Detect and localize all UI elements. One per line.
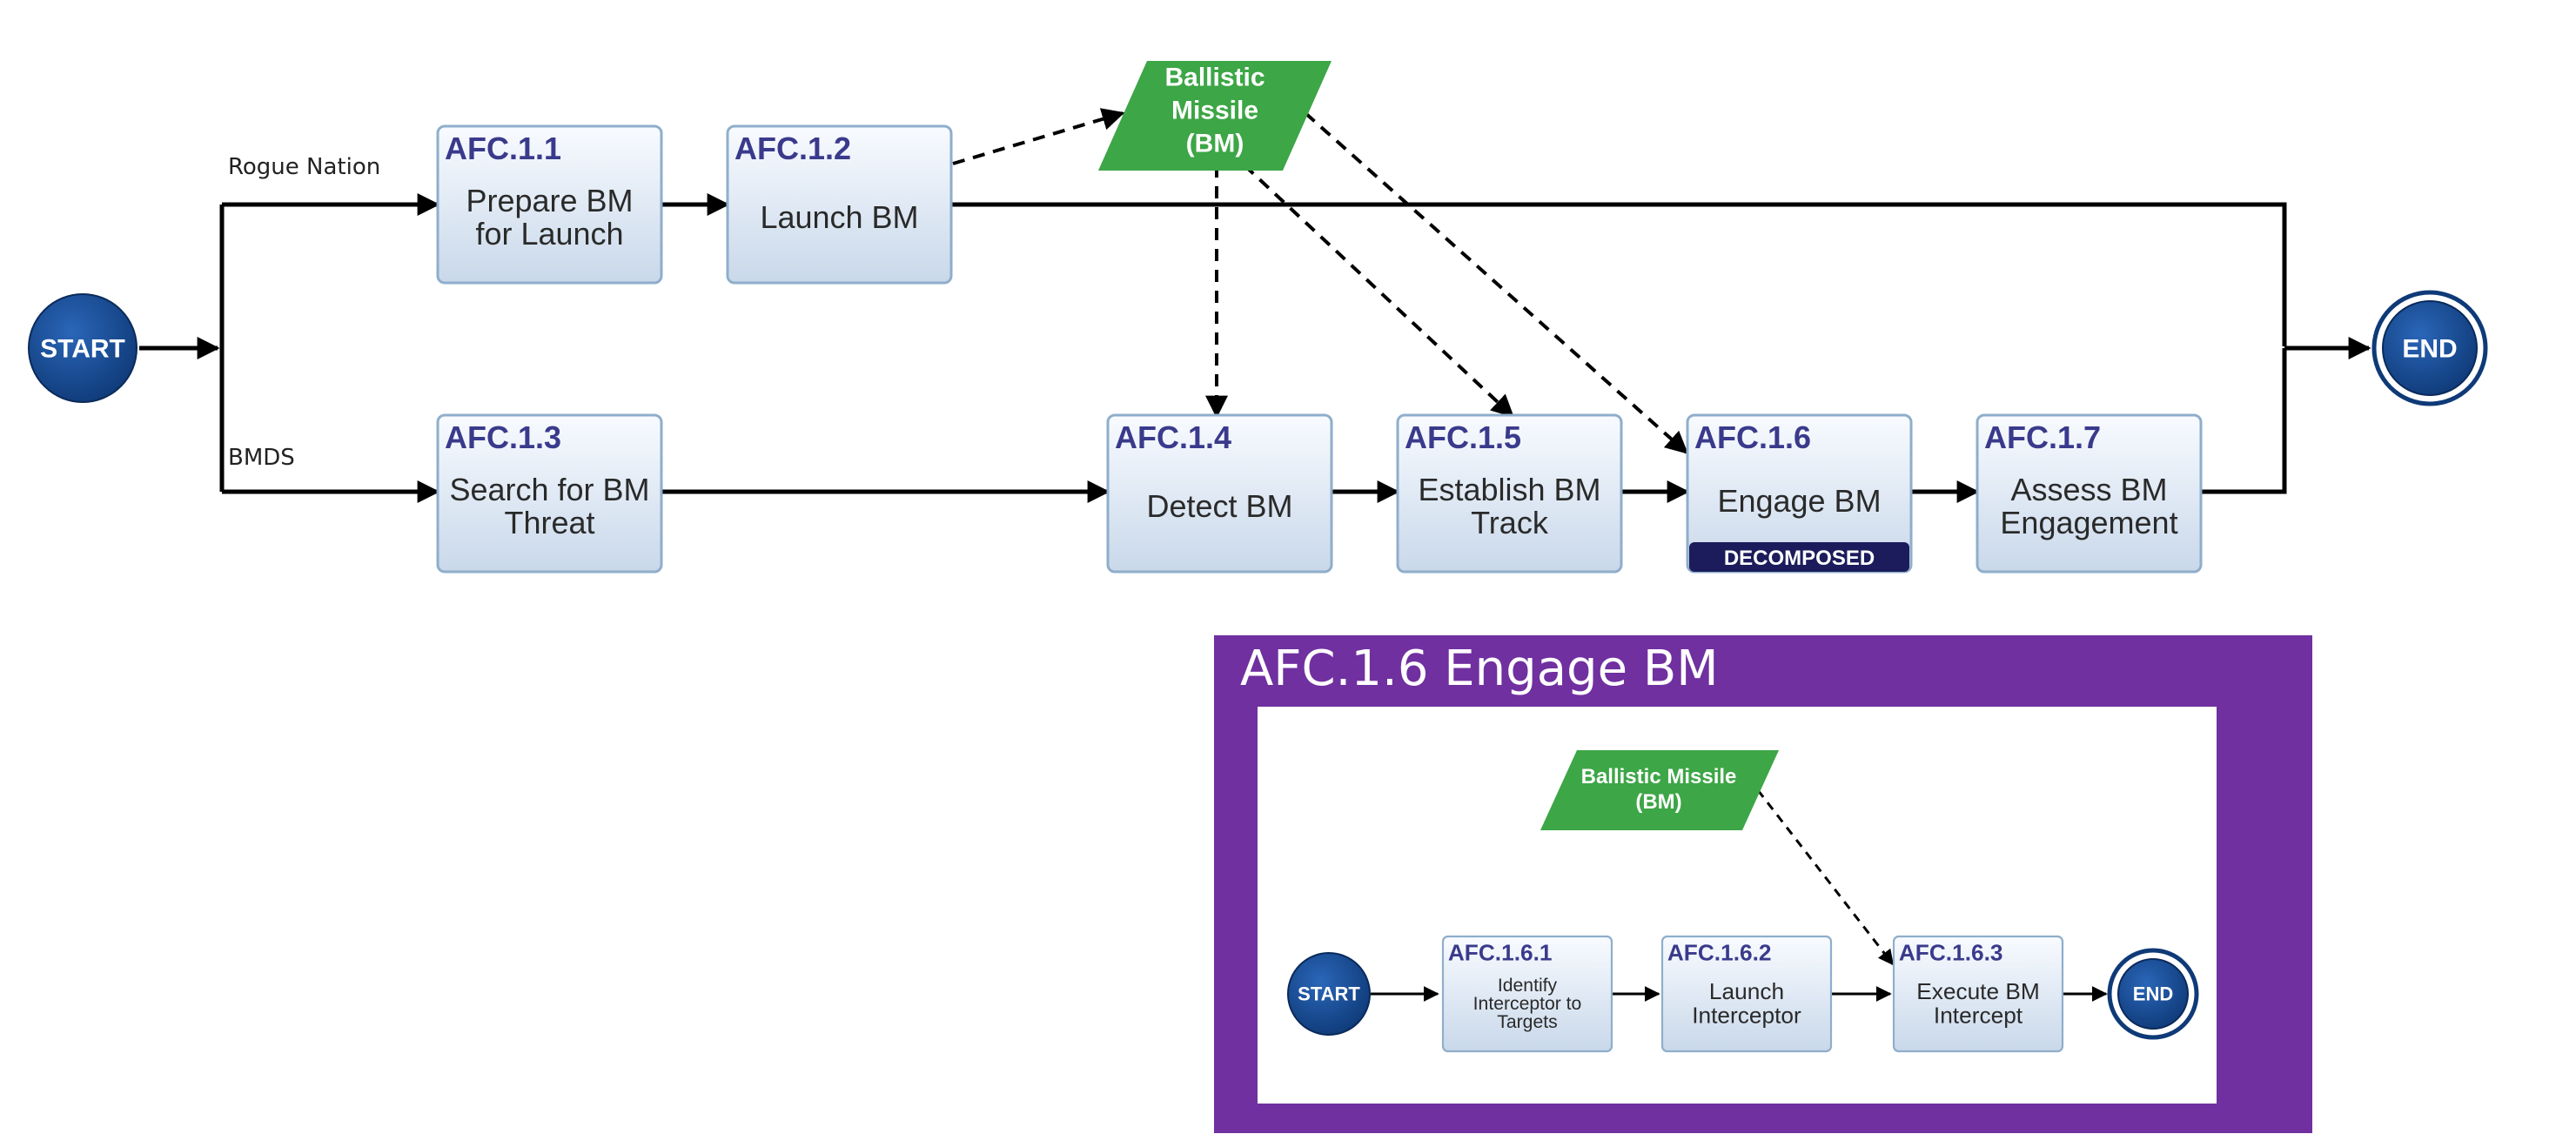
function-label: Execute BM — [1916, 978, 2040, 1004]
function-id: AFC.1.1 — [445, 131, 561, 166]
function-id: AFC.1.2 — [735, 131, 851, 166]
function-box-afc-1-1-rect — [436, 124, 663, 285]
decomposition-title: AFC.1.6 Engage BM — [1240, 641, 1719, 697]
sub-start-node[interactable]: START — [1287, 952, 1371, 1036]
function-id: AFC.1.4 — [1115, 419, 1231, 455]
sub-ballistic-missile-item-shape — [1540, 750, 1779, 830]
function-label: Identify — [1498, 976, 1558, 996]
function-box-afc-1-3-rect — [436, 413, 663, 574]
function-id: AFC.1.6.1 — [1448, 940, 1553, 966]
end-node-circle — [2382, 300, 2478, 396]
function-id: AFC.1.7 — [1984, 419, 2101, 455]
function-label: Launch BM — [760, 199, 918, 235]
item-label: Ballistic — [1164, 64, 1265, 92]
start-node-circle — [28, 293, 138, 403]
end-node-label: END — [2402, 335, 2457, 364]
decomposed-badge-label: DECOMPOSED — [1724, 547, 1875, 570]
function-box-afc-1-2-rect — [726, 124, 953, 285]
function-box-afc-1-4-rect — [1106, 413, 1333, 574]
function-label: Search for BM — [449, 472, 649, 507]
flow-afc-1-2-to-join — [951, 202, 2287, 346]
function-label: Interceptor — [1692, 1003, 1801, 1029]
sub-end-node-label: END — [2133, 983, 2173, 1005]
function-id: AFC.1.6.3 — [1899, 940, 2003, 966]
function-label: Detect BM — [1146, 488, 1292, 524]
function-id: AFC.1.3 — [445, 419, 561, 455]
function-label: Engagement — [2000, 505, 2177, 540]
function-label: Establish BM — [1418, 472, 1600, 507]
item-link-afc-1-2-to-bm — [952, 108, 1125, 165]
start-node-label: START — [40, 335, 125, 364]
function-box-afc-1-6-3-rect — [1892, 935, 2064, 1053]
function-label: Threat — [504, 505, 594, 540]
item-label: Ballistic Missile — [1581, 765, 1737, 788]
item-label: (BM) — [1635, 790, 1681, 814]
function-label: Track — [1471, 505, 1549, 540]
function-label: for Launch — [475, 216, 623, 252]
decomposed-badge — [1689, 542, 1909, 572]
function-label: Targets — [1497, 1012, 1557, 1032]
lane-label-rogue-nation: Rogue Nation — [228, 154, 380, 180]
function-id: AFC.1.5 — [1405, 419, 1521, 455]
function-box-afc-1-6-2-rect — [1660, 935, 1833, 1053]
item-label: (BM) — [1186, 130, 1244, 158]
end-node[interactable]: END — [2371, 290, 2488, 406]
lane-label-bmds: BMDS — [228, 445, 295, 471]
sub-end-node[interactable]: END — [2107, 948, 2199, 1040]
function-id: AFC.1.6 — [1694, 419, 1811, 455]
function-label: Prepare BM — [466, 183, 633, 218]
sub-start-node-label: START — [1298, 983, 1360, 1005]
sub-start-node-circle — [1287, 952, 1371, 1036]
sub-item-link-bm-to-afc-1-6-3 — [1756, 789, 1895, 966]
function-label: Engage BM — [1717, 483, 1881, 519]
function-label: Intercept — [1934, 1003, 2023, 1029]
function-label: Interceptor to — [1473, 994, 1582, 1014]
start-node[interactable]: START — [28, 293, 138, 403]
ballistic-missile-item-shape — [1098, 61, 1332, 171]
function-label: Assess BM — [2010, 472, 2167, 507]
function-box-afc-1-7-rect — [1976, 413, 2203, 574]
item-label: Missile — [1171, 97, 1258, 125]
function-box-afc-1-6-1-rect — [1441, 935, 1613, 1053]
sub-ballistic-missile-item[interactable]: Ballistic Missile(BM) — [1540, 750, 1779, 830]
function-id: AFC.1.6.2 — [1667, 940, 1772, 966]
item-link-bm-to-afc-1-6 — [1304, 111, 1688, 454]
function-label: Launch — [1709, 978, 1784, 1004]
flow-afc-1-7-to-join — [2201, 348, 2287, 494]
sub-end-node-circle — [2117, 958, 2189, 1030]
function-box-afc-1-5-rect — [1396, 413, 1623, 574]
